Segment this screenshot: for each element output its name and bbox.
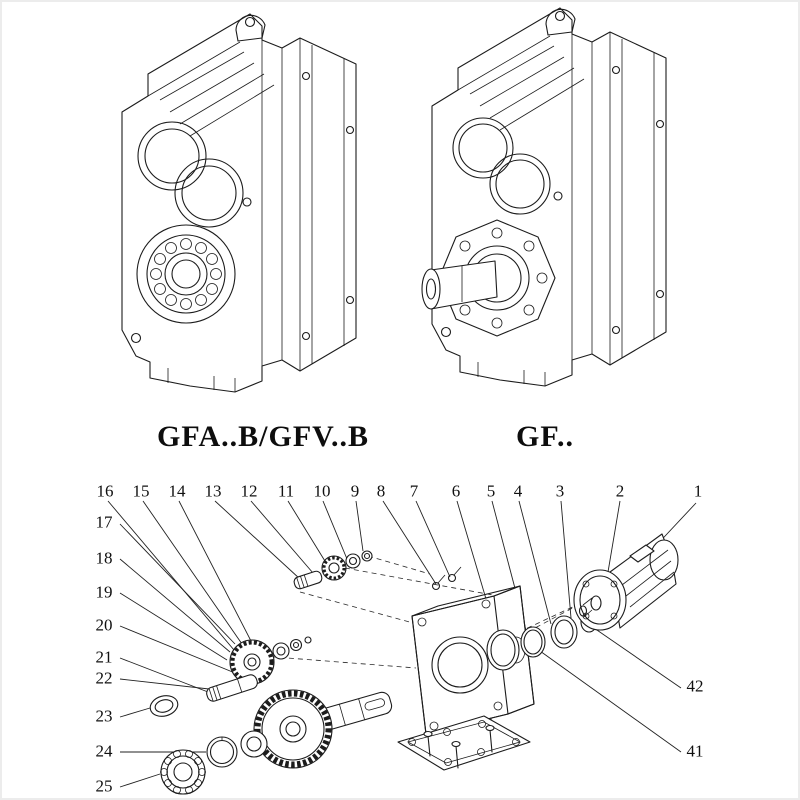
callout-23: 23 xyxy=(95,706,113,726)
callout-15: 15 xyxy=(132,481,150,501)
callout-20: 20 xyxy=(95,615,113,635)
callout-2: 2 xyxy=(615,481,625,501)
callout-17: 17 xyxy=(95,512,113,532)
callout-10: 10 xyxy=(313,481,331,501)
callout-4: 4 xyxy=(513,481,523,501)
callout-24: 24 xyxy=(95,741,113,761)
motor-assembly xyxy=(573,533,679,631)
callout-18: 18 xyxy=(95,548,113,568)
callout-7: 7 xyxy=(409,481,419,501)
intermediate-gear-parts xyxy=(206,636,312,702)
callout-14: 14 xyxy=(168,481,186,501)
callout-19: 19 xyxy=(95,582,113,602)
input-shaft-parts xyxy=(293,550,462,591)
callout-9: 9 xyxy=(350,481,360,501)
housing-block xyxy=(411,585,535,735)
callout-22: 22 xyxy=(95,668,113,688)
model-label-gfab: GFA..B/GFV..B xyxy=(157,420,369,453)
callout-5: 5 xyxy=(486,481,496,501)
callout-12: 12 xyxy=(240,481,258,501)
mounting-bolts xyxy=(423,724,495,769)
bearing-rollers xyxy=(150,238,222,310)
callout-6: 6 xyxy=(451,481,461,501)
output-gear-parts xyxy=(149,689,393,795)
callout-25: 25 xyxy=(95,776,113,796)
callout-8: 8 xyxy=(376,481,386,501)
gearbox-gfab-drawing xyxy=(121,13,357,393)
callout-41: 41 xyxy=(686,741,704,761)
callout-13: 13 xyxy=(204,481,222,501)
callout-1: 1 xyxy=(693,481,703,501)
gearbox-gf-drawing xyxy=(421,7,667,387)
callout-21: 21 xyxy=(95,647,113,667)
model-label-gf: GF.. xyxy=(516,420,574,453)
callout-42: 42 xyxy=(686,676,704,696)
exploded-view-drawing xyxy=(107,500,697,795)
callout-16: 16 xyxy=(96,481,114,501)
callout-11: 11 xyxy=(277,481,295,501)
output-bearing-balls xyxy=(160,750,206,794)
callout-3: 3 xyxy=(555,481,565,501)
gasket-plate-parts xyxy=(397,715,531,771)
